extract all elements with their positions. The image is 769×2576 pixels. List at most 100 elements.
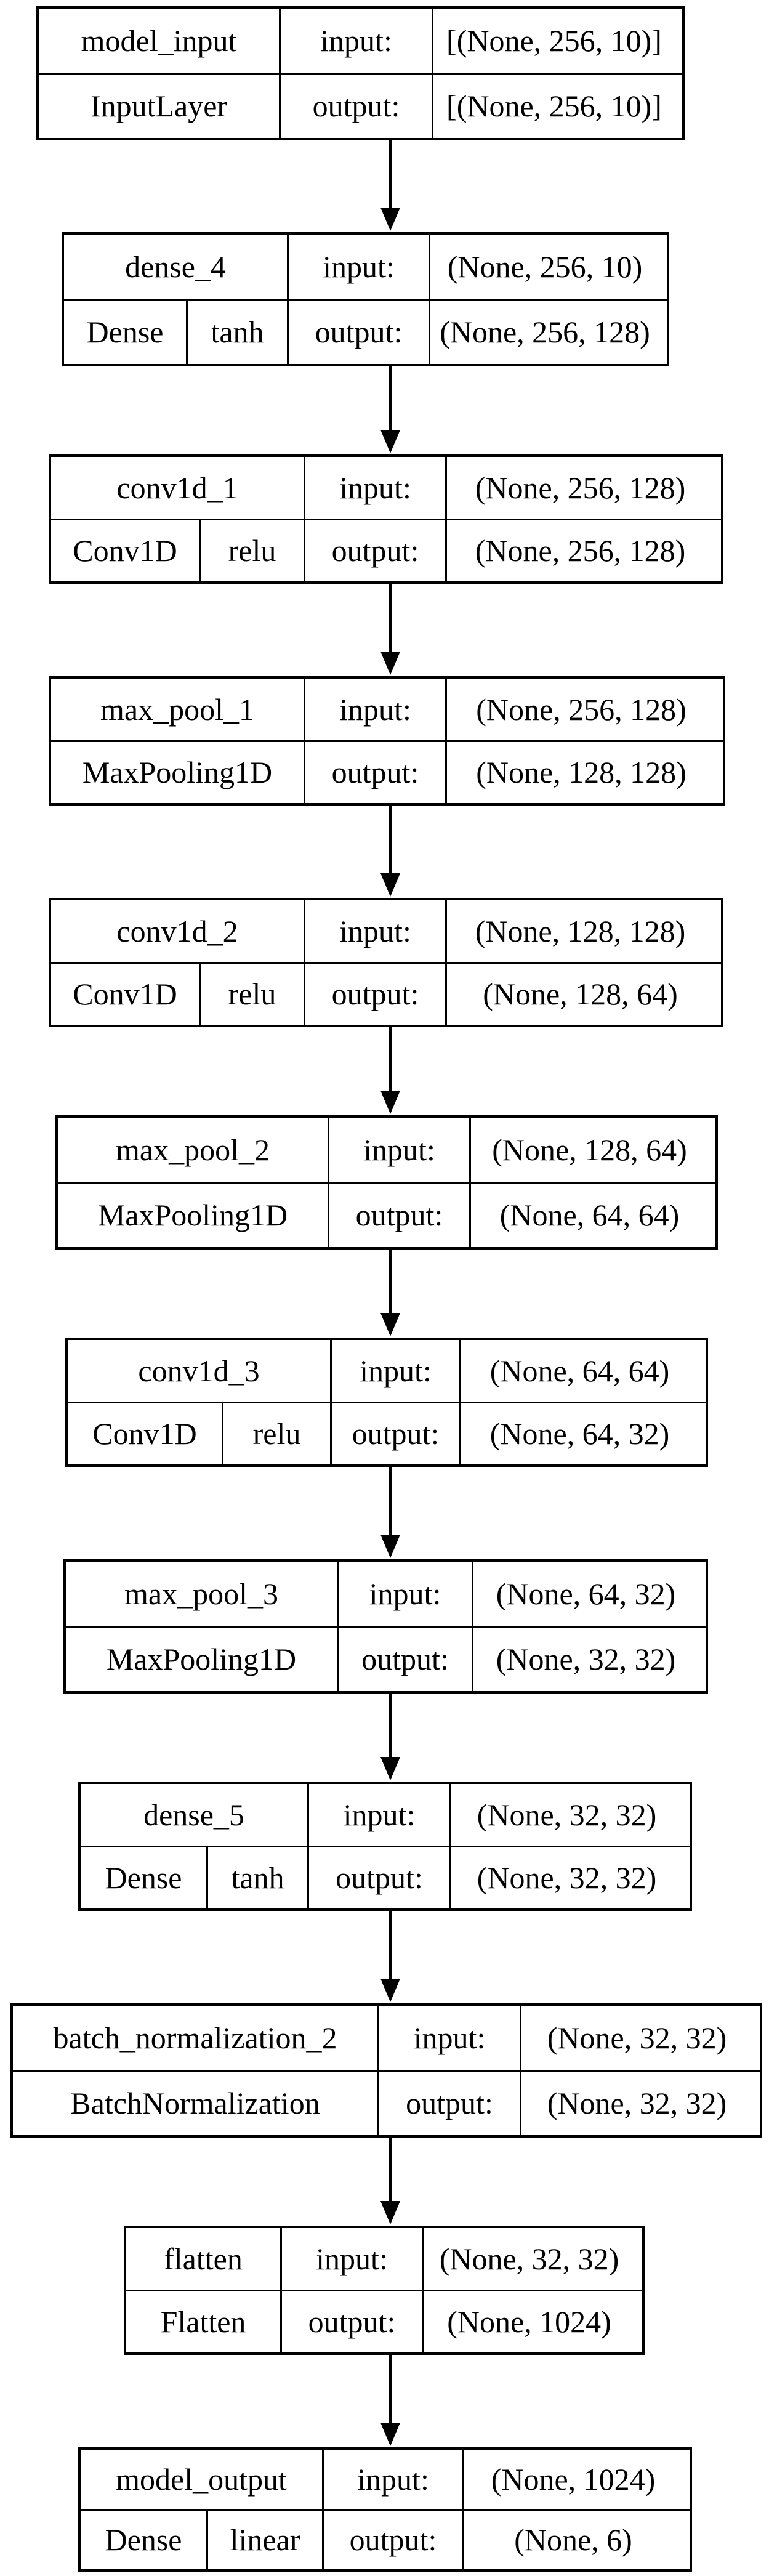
layer-name: max_pool_3 (124, 1576, 278, 1611)
input-label: input: (304, 457, 445, 519)
input-label: input: (287, 235, 429, 299)
input-shape: (None, 32, 32) (520, 2006, 752, 2070)
layer-name: model_input (81, 23, 237, 58)
input-label: input: (330, 1340, 459, 1402)
input-label: input: (280, 2228, 422, 2290)
layer-input-row: max_pool_3 input:(None, 64, 32) (66, 1562, 706, 1626)
layer-node-model_output: model_output input:(None, 1024) Dense linea… (78, 2447, 692, 2572)
arrowhead (380, 208, 400, 231)
layer-type: MaxPooling1D (106, 1642, 297, 1677)
output-shape: (None, 128, 64) (445, 963, 714, 1025)
arrowhead (380, 2423, 400, 2446)
input-label: input: (279, 9, 432, 73)
input-shape: (None, 64, 64) (459, 1340, 698, 1402)
output-label: output: (377, 2071, 520, 2135)
layer-name: batch_normalization_2 (53, 2020, 337, 2055)
output-shape: (None, 256, 128) (445, 520, 714, 581)
output-label: output: (280, 2291, 422, 2352)
output-shape: [(None, 256, 10)] (432, 74, 675, 138)
output-label: output: (330, 1403, 459, 1464)
layer-input-row: dense_4 input:(None, 256, 10) (64, 235, 667, 299)
input-label: input: (322, 2450, 462, 2509)
layer-input-row: max_pool_1 input:(None, 256, 128) (51, 679, 723, 740)
input-shape: [(None, 256, 10)] (432, 9, 675, 73)
layer-output-row: MaxPooling1D output:(None, 64, 64) (58, 1181, 715, 1247)
layer-type: Dense (86, 315, 164, 350)
input-shape: (None, 256, 128) (445, 457, 714, 519)
output-shape: (None, 256, 128) (429, 300, 659, 364)
input-label: input: (304, 679, 445, 740)
input-label: input: (304, 900, 445, 962)
output-label: output: (307, 1847, 449, 1908)
output-label: output: (328, 1183, 469, 1247)
arrowhead (380, 430, 400, 453)
input-label: input: (337, 1562, 472, 1626)
output-label: output: (322, 2510, 462, 2569)
layer-input-row: max_pool_2 input:(None, 128, 64) (58, 1118, 715, 1182)
activation: linear (206, 2510, 322, 2569)
arrowhead (380, 1091, 400, 1114)
layer-type: MaxPooling1D (82, 755, 273, 790)
layer-type: Conv1D (73, 977, 177, 1012)
layer-input-row: model_input input:[(None, 256, 10)] (39, 9, 682, 73)
activation: relu (199, 963, 304, 1025)
input-shape: (None, 32, 32) (422, 2228, 635, 2290)
arrowhead (380, 1757, 400, 1780)
layer-type: MaxPooling1D (97, 1198, 288, 1233)
arrowhead (380, 1535, 400, 1558)
output-shape: (None, 32, 32) (472, 1627, 698, 1691)
output-shape: (None, 64, 64) (469, 1183, 708, 1247)
output-label: output: (279, 74, 432, 138)
layer-type: Conv1D (73, 533, 177, 568)
activation: tanh (186, 300, 287, 364)
input-shape: (None, 1024) (462, 2450, 682, 2509)
output-shape: (None, 1024) (422, 2291, 635, 2352)
layer-type: Conv1D (92, 1416, 197, 1452)
output-label: output: (304, 963, 445, 1025)
layer-name: max_pool_2 (116, 1132, 270, 1167)
input-shape: (None, 64, 32) (472, 1562, 698, 1626)
layer-output-row: MaxPooling1D output:(None, 32, 32) (66, 1625, 706, 1691)
input-shape: (None, 128, 128) (445, 900, 714, 962)
output-shape: (None, 6) (462, 2510, 682, 2569)
layer-type: Dense (105, 2522, 182, 2558)
output-shape: (None, 64, 32) (459, 1403, 698, 1464)
input-shape: (None, 256, 128) (445, 679, 715, 740)
activation: relu (222, 1403, 330, 1464)
layer-type: Dense (105, 1860, 182, 1896)
layer-name: max_pool_1 (100, 692, 254, 727)
layer-name: model_output (116, 2461, 287, 2497)
input-label: input: (328, 1118, 469, 1182)
input-shape: (None, 32, 32) (449, 1784, 682, 1846)
layer-type: Flatten (160, 2304, 246, 2340)
output-label: output: (337, 1627, 472, 1691)
input-shape: (None, 128, 64) (469, 1118, 708, 1182)
layer-name: dense_4 (125, 249, 226, 284)
output-shape: (None, 128, 128) (445, 741, 715, 803)
input-shape: (None, 256, 10) (429, 235, 659, 299)
arrowhead (380, 2201, 400, 2224)
layer-output-row: Flatten output:(None, 1024) (126, 2289, 642, 2352)
input-label: input: (307, 1784, 449, 1846)
